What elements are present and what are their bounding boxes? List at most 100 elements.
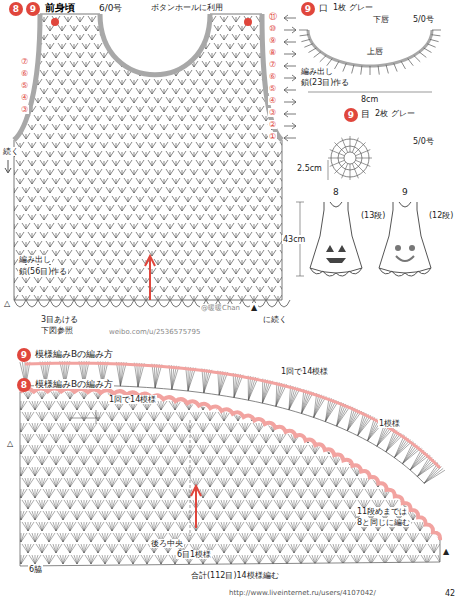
callout-number: 9	[305, 5, 311, 14]
chart-label: 模様編みBの編み方	[34, 349, 114, 359]
label-box: 模様編みBの編み方	[34, 380, 114, 389]
label-box: ④	[268, 97, 277, 105]
label-box: 6脇	[28, 566, 43, 574]
label-box: ボタンホールに利用	[150, 4, 224, 12]
label-box: 編み出し	[18, 256, 52, 264]
label-box: ▲	[250, 304, 258, 312]
chart-label: 続く	[2, 147, 20, 156]
pattern-b-skirt	[8, 388, 447, 575]
label-box: 1回で14模様	[108, 396, 157, 404]
chart-label: ⑥	[268, 72, 277, 81]
chart-label: ボタンホールに利用	[150, 3, 224, 12]
chart-title: 前身頃	[44, 3, 76, 13]
label-box: 1模様	[378, 420, 401, 428]
stitch-row	[15, 533, 447, 542]
stitch-row	[4, 142, 288, 148]
chart-label: weibo.com/u/2536575795	[108, 328, 201, 336]
label-box: 8と同じに編む	[356, 519, 411, 527]
mouth-dim	[308, 92, 432, 93]
stitch-row	[15, 401, 447, 410]
neck-edging	[100, 14, 210, 75]
dress-outline	[310, 202, 362, 273]
chart-label: 6脇	[28, 565, 43, 574]
label-box: 鎖(23目)作る	[300, 79, 350, 87]
label-box: ⑥	[20, 70, 29, 78]
stitch-row	[10, 241, 294, 247]
stitch-row	[8, 412, 440, 421]
hem-scallop	[14, 300, 290, 307]
face-mouth	[396, 256, 414, 261]
stitch-row	[15, 467, 447, 476]
chart-label: △	[3, 299, 11, 308]
stitch-row	[10, 187, 294, 193]
chart-label: 5/0号	[412, 137, 435, 146]
chart-label: 6目1模様	[176, 550, 212, 559]
chart-label: 42	[444, 589, 456, 598]
chart-label: http://www.liveinternet.ru/users/4107042…	[228, 589, 377, 597]
chart-label: ②	[268, 120, 277, 129]
label-box: 9	[401, 188, 409, 197]
callout-number: 8	[13, 5, 19, 14]
chart-label: 1回で14模様	[108, 395, 157, 404]
body-outline	[14, 14, 282, 300]
stitch-row	[10, 205, 294, 211]
pumpkin-face	[326, 245, 346, 263]
skirt-scallop	[20, 388, 440, 540]
chart-label: 後ろ中央	[150, 539, 184, 548]
chart-label: 1模様	[378, 419, 401, 428]
stitch-row	[15, 445, 447, 454]
face-eye	[409, 245, 415, 251]
dress-hem	[310, 268, 362, 276]
dress-outline	[379, 202, 431, 273]
label-box: ②	[268, 121, 277, 129]
stitch-row	[8, 456, 440, 465]
stitch-row	[4, 214, 288, 220]
chart-label: 8	[332, 187, 340, 197]
label-box: 口	[318, 4, 329, 13]
stitch-row	[10, 277, 294, 283]
label-box: ⑨	[268, 37, 277, 45]
stitch-row	[10, 61, 294, 67]
chart-label: 2.5cm	[296, 164, 323, 173]
chart-label: @暖暖Chan	[200, 304, 241, 312]
stitch-row	[4, 124, 288, 130]
band-base	[26, 385, 424, 483]
stitch-row	[4, 106, 288, 112]
number-circle: 9	[344, 108, 358, 122]
label-box: ⑪	[268, 13, 278, 21]
button-mark	[244, 18, 252, 26]
chart-label: に続く	[262, 315, 288, 324]
label-box: ⑤	[268, 85, 277, 93]
label-box: 下唇	[372, 16, 390, 24]
label-box: △	[3, 300, 11, 308]
stitch-row	[4, 88, 288, 94]
label-box: 8	[332, 188, 340, 197]
face-eye	[395, 245, 401, 251]
label-box: ①	[268, 133, 277, 141]
center-back-line	[190, 420, 191, 536]
chart-label: ⑪	[268, 12, 278, 21]
chart-label: ⑦	[268, 60, 277, 69]
title-text: 前身頃	[44, 2, 76, 13]
chart-label: 上唇	[366, 47, 384, 56]
stitch-row	[10, 115, 294, 121]
stitch-row	[15, 489, 447, 498]
label-box: ⑦	[20, 58, 29, 66]
stitch-row	[10, 97, 294, 103]
stitch-row	[10, 25, 294, 31]
chart-label: (12段)	[428, 211, 454, 220]
callout-number: 9	[348, 111, 354, 120]
label-box: 43cm	[282, 236, 306, 244]
label-box: 2枚 グレー	[374, 110, 416, 118]
label-box: ⑥	[268, 73, 277, 81]
chart-label: 合計(112目)14模様編む	[190, 571, 280, 580]
stitch-row	[4, 196, 288, 202]
label-box: 6目1模様	[176, 551, 212, 559]
chart-label: ⑨	[268, 36, 277, 45]
label-box: ⑤	[20, 82, 29, 90]
label-box: 続く	[2, 148, 20, 156]
label-box: ⑦	[268, 61, 277, 69]
label-box: ⑩	[268, 25, 277, 33]
chart-label: 下唇	[372, 15, 390, 24]
label-box: 5/0号	[412, 16, 435, 24]
